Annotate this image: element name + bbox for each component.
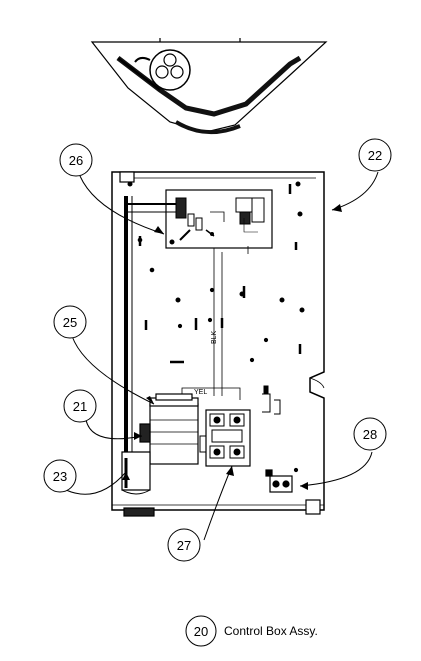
leader-22 <box>331 171 379 211</box>
side-bracket <box>262 385 281 415</box>
callout-26-label: 26 <box>69 153 83 168</box>
callout-27: 27 <box>167 528 201 562</box>
callout-21: 21 <box>63 389 97 423</box>
callout-27-label: 27 <box>177 538 191 553</box>
callout-28: 28 <box>353 417 387 451</box>
caption-text: Control Box Assy. <box>224 624 318 638</box>
leader-23 <box>65 471 127 495</box>
leader-21 <box>85 419 143 440</box>
leader-25 <box>71 335 155 405</box>
wire-label-yel: YEL <box>194 389 207 396</box>
control-board <box>165 189 273 249</box>
leader-28 <box>299 451 373 487</box>
callout-25-label: 25 <box>63 315 77 330</box>
caption: 20 Control Box Assy. <box>185 615 318 647</box>
leader-arrowheads <box>122 204 342 490</box>
callout-22: 22 <box>358 138 392 172</box>
ground-lug <box>265 469 293 493</box>
callout-26: 26 <box>59 143 93 177</box>
callout-23: 23 <box>43 459 77 493</box>
callout-25: 25 <box>53 305 87 339</box>
callout-28-label: 28 <box>363 427 377 442</box>
callout-21-label: 21 <box>73 399 87 414</box>
callout-20-label: 20 <box>194 624 208 639</box>
callout-23-label: 23 <box>53 469 67 484</box>
wire-label-blk: BLK <box>211 330 218 344</box>
top-cover-part <box>90 38 328 135</box>
capacitor <box>139 393 199 465</box>
wiring <box>124 196 249 470</box>
leader-26 <box>79 175 165 235</box>
contactor <box>199 409 251 467</box>
callout-22-label: 22 <box>368 148 382 163</box>
